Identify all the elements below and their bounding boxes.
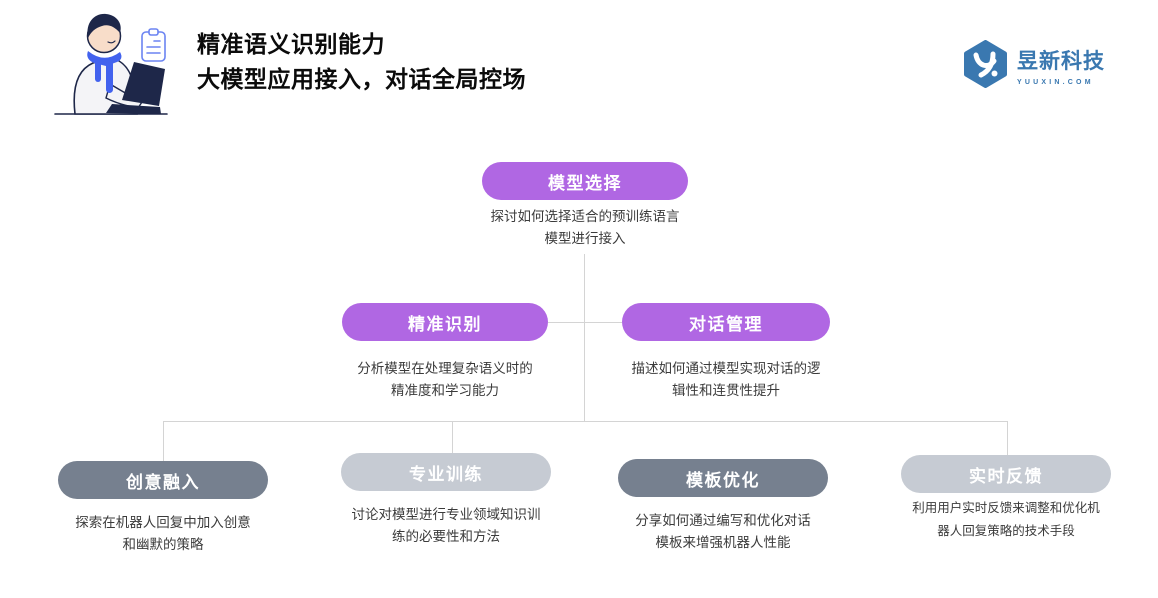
person-laptop-illustration [54, 13, 168, 115]
connector-trunk-vertical [584, 254, 585, 421]
laptop-screen [122, 62, 165, 106]
clipboard-icon [141, 28, 166, 62]
node-model-selection-desc: 探讨如何选择适合的预训练语言 模型进行接入 [490, 209, 680, 246]
node-template-optimization-desc: 分享如何通过编写和优化对话 模板来增强机器人性能 [635, 513, 811, 550]
brand-logo: 昱新科技 YUUXIN.COM [963, 40, 1105, 88]
node-realtime-feedback: 实时反馈 [901, 455, 1111, 493]
connector-drop-leaf1 [163, 421, 164, 462]
node-dialogue-management: 对话管理 [622, 303, 830, 341]
page-title: 精准语义识别能力 大模型应用接入，对话全局控场 [197, 31, 526, 92]
node-creative-integration-desc: 探索在机器人回复中加入创意 和幽默的策略 [75, 515, 251, 552]
connector-drop-leaf4 [1007, 421, 1008, 456]
person-smile [107, 40, 116, 44]
node-professional-training: 专业训练 [341, 453, 551, 491]
person-hair [87, 13, 121, 38]
node-precise-recognition: 精准识别 [342, 303, 548, 341]
node-model-selection: 模型选择 [482, 162, 688, 200]
connector-drop-leaf2 [452, 421, 453, 454]
connector-mid-horizontal [548, 322, 622, 323]
node-professional-training-desc: 讨论对模型进行专业领域知识训 练的必要性和方法 [351, 507, 541, 544]
laptop-base [106, 104, 161, 114]
logo-domain-text: YUUXIN.COM [1017, 79, 1094, 86]
node-precise-recognition-desc: 分析模型在处理复杂语义时的 精准度和学习能力 [357, 361, 533, 398]
node-realtime-feedback-desc: 利用用户实时反馈来调整和优化机 器人回复策略的技术手段 [912, 501, 1100, 538]
node-template-optimization: 模板优化 [618, 459, 828, 497]
connector-bottom-horizontal [163, 421, 1008, 422]
scarf-strap-long [106, 60, 113, 93]
node-dialogue-management-desc: 描述如何通过模型实现对话的逻 辑性和连贯性提升 [631, 361, 821, 398]
logo-company-name: 昱新科技 [1017, 50, 1105, 73]
logo-hexagon-icon [964, 40, 1007, 88]
scarf-strap-short [95, 60, 101, 82]
node-creative-integration: 创意融入 [58, 461, 268, 499]
